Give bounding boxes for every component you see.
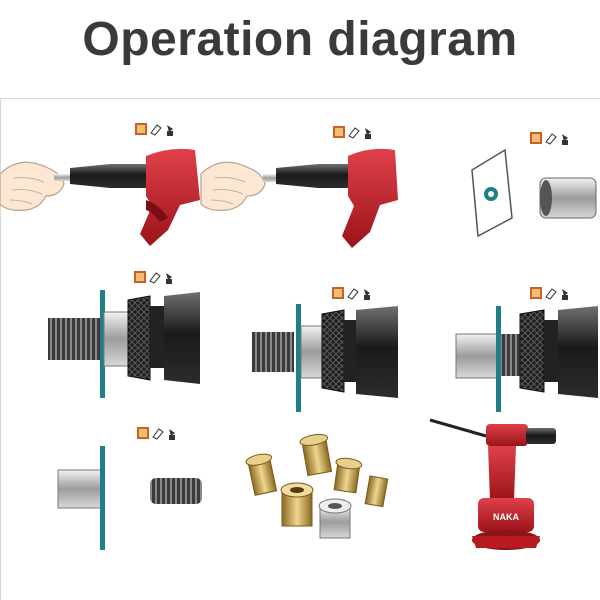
- step-5-icons: [331, 286, 371, 301]
- step-1-load-nut: [0, 122, 200, 246]
- threaded-mandrel: [252, 332, 294, 372]
- step-4-icons: [133, 270, 173, 285]
- rivet-gun-body: [342, 148, 398, 248]
- mandrel: [263, 174, 277, 182]
- step-3-icons: [529, 131, 569, 146]
- riveter-handle: [488, 446, 516, 500]
- nose-piece: [276, 164, 348, 188]
- step-5-compress: [252, 286, 398, 412]
- set-nut: [455, 333, 499, 379]
- page-title: Operation diagram: [82, 13, 518, 66]
- screw: [150, 478, 202, 504]
- step-6-set: [455, 286, 598, 412]
- brand-label: NAKA: [493, 512, 519, 522]
- step-3-plate-and-nut: [471, 131, 597, 238]
- panel-section: [296, 304, 301, 412]
- diagram-frame: [0, 98, 600, 600]
- hand-icon: [200, 161, 266, 211]
- step-2-screw-on: [200, 125, 398, 248]
- panel-section: [496, 306, 501, 412]
- tool-head: [356, 306, 398, 398]
- riveter-base: [472, 536, 540, 548]
- step-6-icons: [529, 286, 569, 301]
- tool-head: [164, 292, 200, 384]
- step-7-icons: [136, 426, 176, 441]
- step-7-installed: [57, 426, 202, 550]
- step-4-insert: [48, 270, 200, 398]
- threaded-mandrel: [48, 318, 106, 360]
- step-1-icons: [134, 122, 174, 137]
- hand-icon: [0, 161, 65, 211]
- rivet-nut-assortment: [245, 433, 389, 539]
- panel-section: [100, 290, 105, 398]
- rivet-gun-body: [140, 148, 200, 246]
- riveter-body: [478, 498, 534, 532]
- step-2-icons: [332, 125, 372, 140]
- panel-section: [100, 446, 105, 550]
- nose-piece: [70, 164, 146, 188]
- mandrel: [54, 174, 74, 181]
- pneumatic-riveter: NAKA: [429, 418, 556, 550]
- tool-head: [558, 306, 598, 398]
- installed-nut: [57, 469, 103, 509]
